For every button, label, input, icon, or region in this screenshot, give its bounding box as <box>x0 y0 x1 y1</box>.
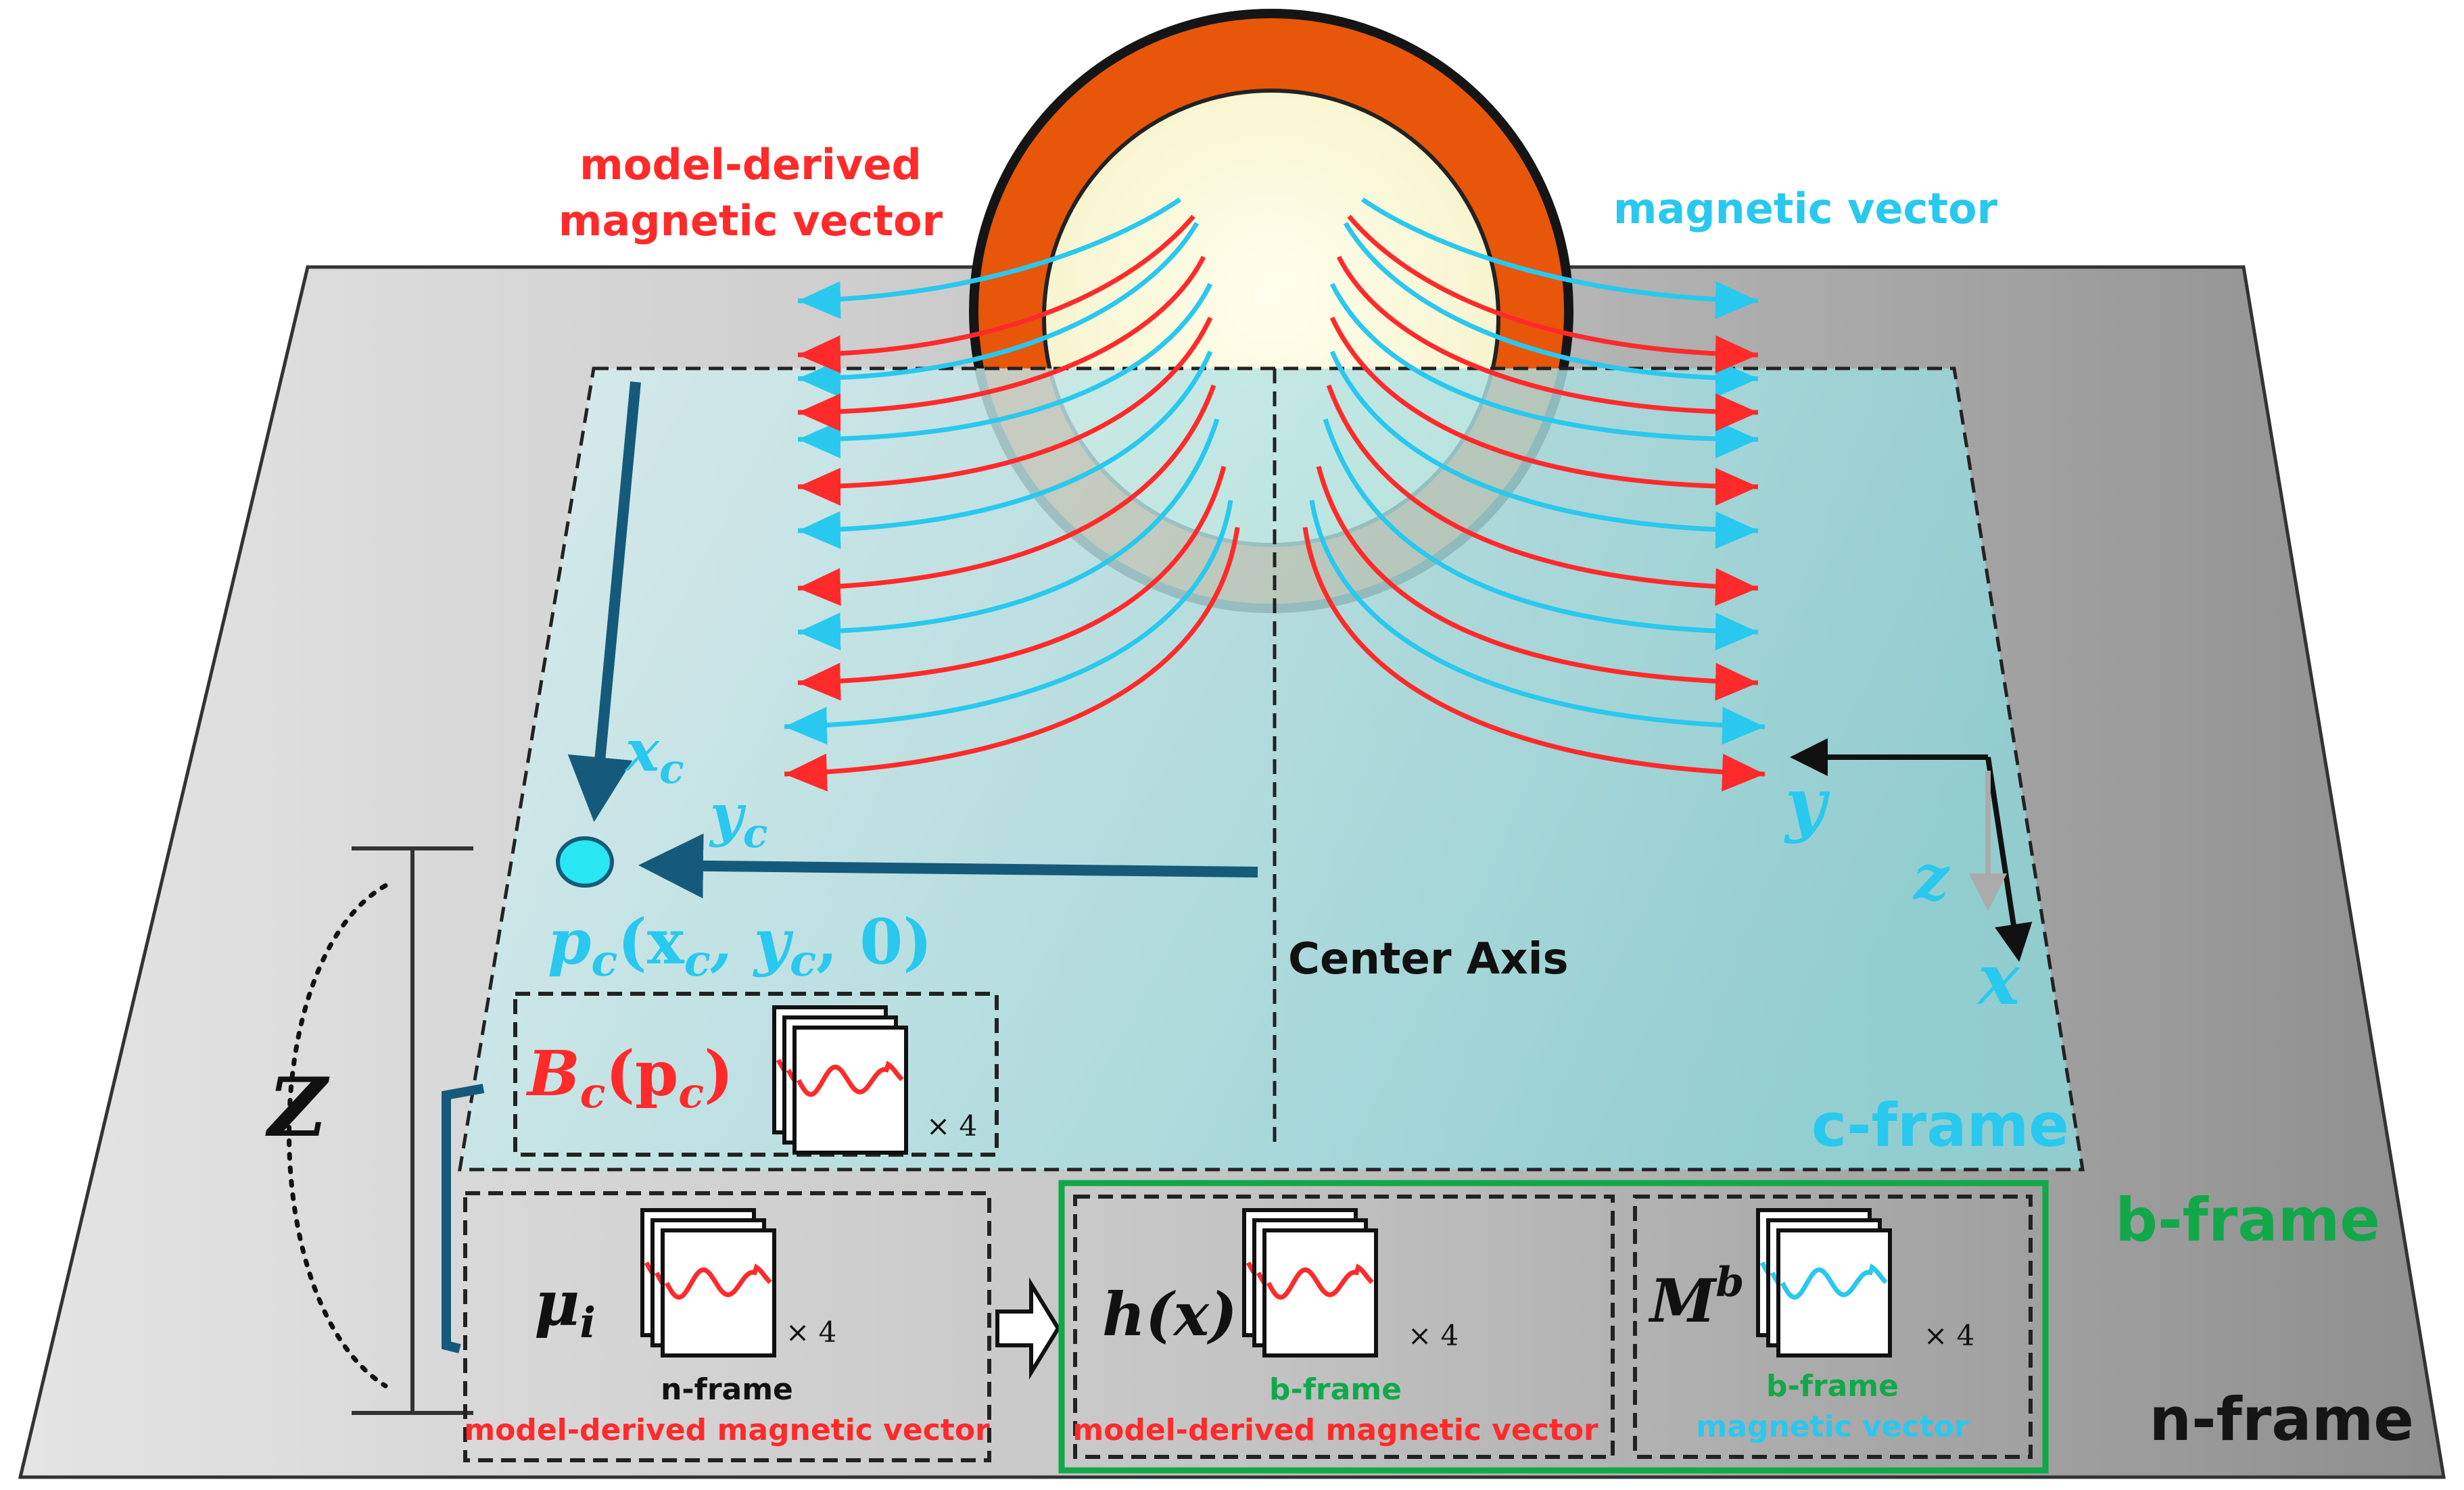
hx-label: h(x) <box>1102 1279 1237 1349</box>
n-box-caption2: model-derived magnetic vector <box>464 1413 990 1447</box>
signal-wave <box>796 1060 904 1097</box>
axis-z-label: z <box>1912 841 1950 914</box>
signal-wave <box>664 1263 772 1300</box>
model-derived-label-line1: model-derived <box>579 140 922 189</box>
magnetic-vector-label: magnetic vector <box>1613 184 1998 233</box>
hx-times4: × 4 <box>1408 1319 1459 1352</box>
hx-signal-stack <box>1242 1208 1378 1357</box>
hx-box <box>1073 1195 1615 1459</box>
signal-card <box>661 1228 776 1357</box>
mb-box <box>1633 1195 2033 1459</box>
model-derived-label-line2: magnetic vector <box>559 196 943 245</box>
xc-label: xc <box>624 717 684 793</box>
signal-card <box>792 1026 908 1155</box>
mu-label: μi <box>534 1267 596 1347</box>
c-frame-label: c-frame <box>1811 1090 2069 1160</box>
hx-caption2: model-derived magnetic vector <box>1072 1413 1598 1447</box>
connector-bracket <box>442 1084 485 1353</box>
mu-signal-stack <box>640 1208 776 1357</box>
hx-caption1: b-frame <box>1269 1372 1402 1407</box>
xc-arrow <box>567 381 641 822</box>
n-frame-box <box>463 1191 991 1462</box>
bc-times4: × 4 <box>926 1109 977 1143</box>
flow-arrow <box>995 1277 1061 1380</box>
c-frame-plane <box>458 366 2085 1172</box>
mb-times4: × 4 <box>1924 1319 1974 1352</box>
signal-wave <box>1780 1263 1888 1300</box>
z-distance-marker <box>287 846 473 1415</box>
yc-arrow <box>638 833 1258 898</box>
bc-label: Bc(pc) <box>525 1037 734 1118</box>
mu-times4: × 4 <box>786 1316 836 1349</box>
z-label: Z <box>265 1060 330 1155</box>
n-box-caption1: n-frame <box>661 1372 793 1407</box>
cframe-axes <box>1790 738 2033 962</box>
mb-caption1: b-frame <box>1766 1369 1899 1403</box>
b-frame-container <box>1058 1180 2049 1474</box>
center-axis-label: Center Axis <box>1288 934 1569 984</box>
axis-x-label: x <box>1976 938 2020 1021</box>
bc-signal-stack <box>772 1005 908 1155</box>
pc-label: pc(xc, yc, 0) <box>548 905 932 986</box>
b-frame-label: b-frame <box>2115 1185 2380 1255</box>
mb-label: Mb <box>1648 1259 1744 1336</box>
signal-wave <box>1266 1263 1374 1300</box>
bc-box <box>513 992 999 1157</box>
mb-signal-stack <box>1756 1208 1892 1357</box>
n-frame-label: n-frame <box>2149 1385 2414 1454</box>
field-lines <box>784 197 1766 792</box>
signal-card <box>1776 1228 1892 1357</box>
pc-point <box>556 836 614 888</box>
axis-y-label: y <box>1784 762 1830 845</box>
mb-caption2: magnetic vector <box>1696 1410 1969 1444</box>
yc-label: yc <box>709 782 767 857</box>
signal-card <box>1262 1228 1378 1357</box>
